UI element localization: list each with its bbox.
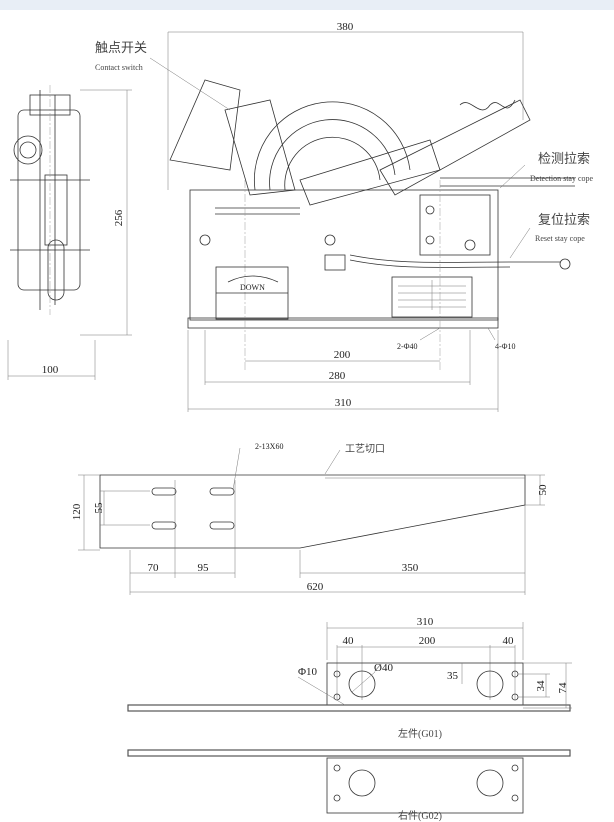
label-reset-cable-en: Reset stay cope [535, 234, 585, 243]
dim-hole-phi10: Φ10 [298, 666, 318, 678]
side-view: 256 100 [7, 85, 132, 380]
top-bar [0, 0, 614, 10]
dim-hole-phi40: Ø40 [374, 662, 393, 674]
main-view: 380 触点开关 Contact switch [95, 21, 594, 412]
label-down: DOWN [240, 283, 265, 292]
dim-side-width: 100 [42, 364, 59, 376]
dim-plate-40-right: 40 [503, 635, 515, 647]
label-contact-switch-cn: 触点开关 [95, 40, 147, 55]
label-detection-cable-cn: 检测拉索 [538, 151, 590, 166]
dim-34: 34 [535, 680, 547, 692]
label-reset-cable-cn: 复位拉索 [538, 212, 590, 227]
dim-55: 55 [93, 502, 105, 514]
callout-process-cut: 工艺切口 [345, 443, 385, 455]
dim-350: 350 [402, 562, 419, 574]
bracket-view: 2-13X60 工艺切口 120 55 50 70 95 350 620 [71, 442, 549, 595]
dim-70: 70 [148, 562, 160, 574]
dim-280: 280 [329, 370, 346, 382]
callout-4-phi10: 4-Φ10 [495, 342, 516, 351]
dim-620: 620 [307, 581, 324, 593]
label-detection-cable-en: Detection stay cope [530, 174, 594, 183]
dim-plate-40-left: 40 [343, 635, 355, 647]
dim-310: 310 [335, 397, 352, 409]
label-right-part: 右件(G02) [398, 809, 442, 822]
dim-plate-310: 310 [417, 616, 434, 628]
callout-2-phi40: 2-Φ40 [397, 342, 418, 351]
label-left-part: 左件(G01) [398, 727, 442, 740]
dim-50: 50 [537, 484, 549, 496]
dim-380: 380 [337, 21, 354, 33]
dim-74: 74 [557, 682, 569, 694]
callout-slots: 2-13X60 [255, 442, 283, 451]
nameplate [391, 276, 473, 318]
dim-35: 35 [447, 670, 459, 682]
dim-plate-200: 200 [419, 635, 436, 647]
dim-200: 200 [334, 349, 351, 361]
dim-side-height: 256 [113, 209, 125, 226]
dim-120: 120 [71, 503, 83, 520]
plate-view: 310 40 200 40 Φ10 Ø40 35 34 74 左件(G01) [127, 616, 572, 822]
dim-95: 95 [198, 562, 210, 574]
label-contact-switch-en: Contact switch [95, 63, 143, 72]
